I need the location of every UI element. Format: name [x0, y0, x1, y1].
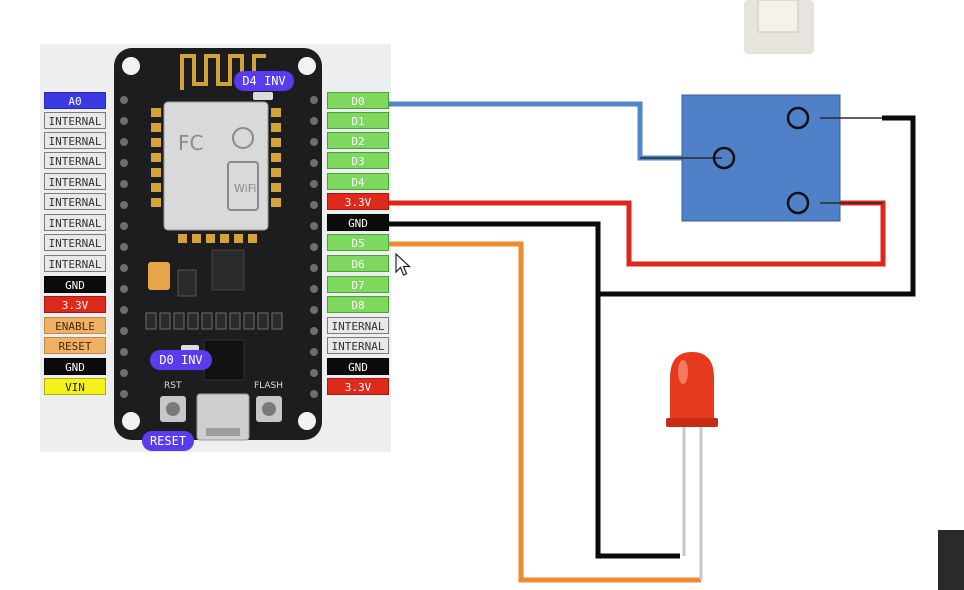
transistor — [177, 269, 197, 297]
d4-inv-tag: D4 INV — [234, 71, 294, 91]
wire-gnd-relay — [598, 115, 916, 297]
micro-usb-opening — [206, 428, 240, 436]
right-pin-label: D6 — [327, 255, 389, 272]
reset-button-cap — [166, 402, 180, 416]
right-pin-label: GND — [327, 214, 389, 231]
right-pin-label: INTERNAL — [327, 317, 389, 334]
d0-inv-tag: D0 INV — [150, 350, 212, 370]
mount-hole-bottom-right — [298, 412, 316, 430]
wire-gnd-led — [389, 221, 680, 559]
right-pin-label: D2 — [327, 132, 389, 149]
right-pin-label: D4 — [327, 173, 389, 190]
fc-mark: FC — [178, 131, 203, 155]
left-pin-label: INTERNAL — [44, 173, 106, 190]
right-pin-label: INTERNAL — [327, 337, 389, 354]
top-right-component — [744, 0, 814, 54]
flash-button-cap — [262, 402, 276, 416]
relay-terminal-gnd — [786, 106, 810, 130]
mouse-cursor-icon — [395, 253, 411, 276]
reset-tag: RESET — [142, 431, 194, 451]
left-pin-label: INTERNAL — [44, 112, 106, 129]
left-pin-label: INTERNAL — [44, 193, 106, 210]
ce-mark-icon — [232, 127, 254, 149]
right-pin-label: 3.3V — [327, 193, 389, 210]
partial-component-inner — [757, 0, 799, 33]
led-highlight — [678, 360, 688, 384]
left-pin-label: INTERNAL — [44, 132, 106, 149]
red-led — [666, 352, 718, 580]
relay-module — [640, 94, 883, 222]
left-pin-label: RESET — [44, 337, 106, 354]
left-pin-label: INTERNAL — [44, 234, 106, 251]
left-pin-label: VIN — [44, 378, 106, 395]
wifi-logo-box — [227, 161, 259, 211]
rst-silkscreen: RST — [164, 381, 182, 391]
header-pins — [120, 96, 318, 398]
left-pin-label: 3.3V — [44, 296, 106, 313]
left-pin-label: ENABLE — [44, 317, 106, 334]
smd-row — [145, 312, 283, 330]
module-pads — [151, 108, 281, 243]
wifi-logo-text: WiFi — [234, 182, 256, 195]
wire-d0-signal — [389, 101, 722, 161]
left-pin-label: INTERNAL — [44, 255, 106, 272]
left-pin-label: A0 — [44, 92, 106, 109]
flash-silkscreen: FLASH — [254, 381, 283, 391]
right-pin-label: 3.3V — [327, 378, 389, 395]
mount-hole-bottom-left — [122, 412, 140, 430]
right-pin-label: D8 — [327, 296, 389, 313]
voltage-regulator — [211, 249, 245, 291]
mount-hole-top-right — [298, 57, 316, 75]
right-pin-label: D3 — [327, 152, 389, 169]
bottom-right-fragment — [938, 530, 964, 590]
left-pin-label: INTERNAL — [44, 152, 106, 169]
wire-d5-led — [389, 241, 701, 583]
right-pin-label: D0 — [327, 92, 389, 109]
left-pin-label: INTERNAL — [44, 214, 106, 231]
capacitor — [148, 262, 170, 290]
left-pin-label: GND — [44, 358, 106, 375]
led-dome — [670, 352, 714, 424]
left-pin-label: GND — [44, 276, 106, 293]
right-pin-label: GND — [327, 358, 389, 375]
right-pin-label: D7 — [327, 276, 389, 293]
right-pin-label: D5 — [327, 234, 389, 251]
nodemcu-details: FC WiFi — [120, 54, 318, 441]
mount-hole-top-left — [122, 57, 140, 75]
right-pin-label: D1 — [327, 112, 389, 129]
esp-module-shield — [163, 101, 269, 231]
relay-terminal-vcc — [786, 191, 810, 215]
led-rim — [666, 418, 718, 427]
relay-terminal-signal — [712, 146, 736, 170]
onboard-led — [253, 92, 273, 100]
